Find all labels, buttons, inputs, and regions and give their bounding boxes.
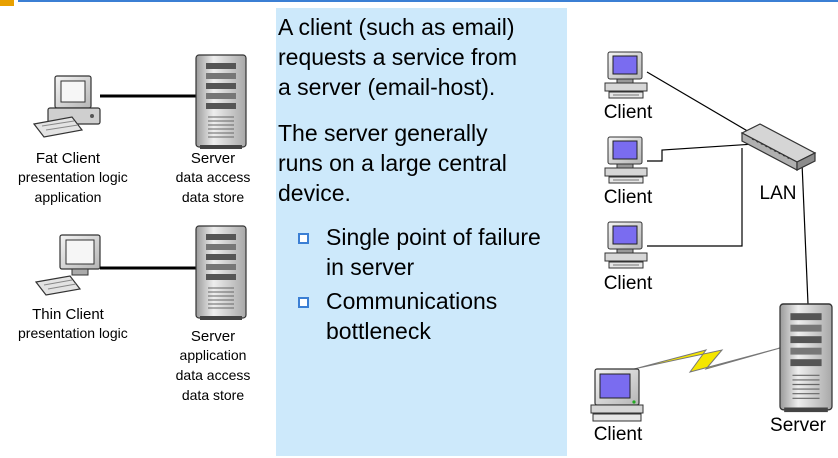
server-bottom-line: application xyxy=(179,347,247,363)
bullet-line: bottleneck xyxy=(326,318,431,344)
server-bottom-icon xyxy=(195,225,247,321)
thin-client-title: Thin Client xyxy=(32,306,104,323)
remote-link-lightning xyxy=(633,347,781,373)
panel-line: requests a service from xyxy=(278,44,518,70)
panel-line: The server generally xyxy=(278,120,488,146)
thin-client-computer-icon xyxy=(34,234,101,296)
lan-switch-icon xyxy=(740,123,817,171)
lan-link-1 xyxy=(646,71,757,137)
thin-client-line: presentation logic xyxy=(18,325,128,341)
top-rule-line xyxy=(18,0,838,2)
lan-server-label: Server xyxy=(770,415,826,436)
client-2-icon xyxy=(604,136,648,184)
server-top-line: data store xyxy=(181,189,245,205)
panel-line: runs on a large central xyxy=(278,150,507,176)
server-top-icon xyxy=(195,54,247,150)
lan-label: LAN xyxy=(759,183,797,204)
bullet-line: Single point of failure xyxy=(326,224,541,250)
bullet-square-icon xyxy=(298,233,309,244)
panel-paragraph-1: A client (such as email) requests a serv… xyxy=(278,12,568,102)
panel-line: A client (such as email) xyxy=(278,14,515,40)
server-bottom-line: data store xyxy=(181,387,245,403)
client-3-label: Client xyxy=(603,273,653,294)
server-bottom-line: data access xyxy=(175,367,251,383)
panel-line: device. xyxy=(278,180,351,206)
lan-link-3 xyxy=(647,148,743,247)
remote-client-label: Client xyxy=(593,424,643,445)
top-rule-accent xyxy=(0,0,14,6)
remote-client-icon xyxy=(590,368,644,422)
panel-paragraph-2: The server generally runs on a large cen… xyxy=(278,118,568,208)
lan-server-icon xyxy=(779,303,833,413)
description-panel: A client (such as email) requests a serv… xyxy=(276,8,567,456)
panel-line: a server (email-host). xyxy=(278,74,496,100)
client-1-icon xyxy=(604,51,648,99)
client-3-icon xyxy=(604,221,648,269)
bullet-square-icon xyxy=(298,297,309,308)
fat-client-label: Fat Client presentation logic applicatio… xyxy=(18,150,128,207)
server-bottom-label: Server application data access data stor… xyxy=(163,328,263,405)
fat-client-title: Fat Client xyxy=(35,150,101,167)
server-top-line: data access xyxy=(175,169,251,185)
thin-client-label: Thin Client presentation logic xyxy=(18,306,128,343)
bullet-line: in server xyxy=(326,254,415,280)
bullet-line: Communications xyxy=(326,288,498,314)
lan-link-2 xyxy=(647,142,771,162)
lan-server-link xyxy=(801,162,809,305)
top-rule xyxy=(0,0,838,6)
server-bottom-title: Server xyxy=(190,328,236,345)
client-1-label: Client xyxy=(603,102,653,123)
server-top-label: Server data access data store xyxy=(163,150,263,207)
fat-client-line: presentation logic xyxy=(18,169,128,185)
fat-client-computer-icon xyxy=(32,75,101,138)
server-top-title: Server xyxy=(190,150,236,167)
fat-client-line: application xyxy=(34,189,102,205)
client-2-label: Client xyxy=(603,187,653,208)
